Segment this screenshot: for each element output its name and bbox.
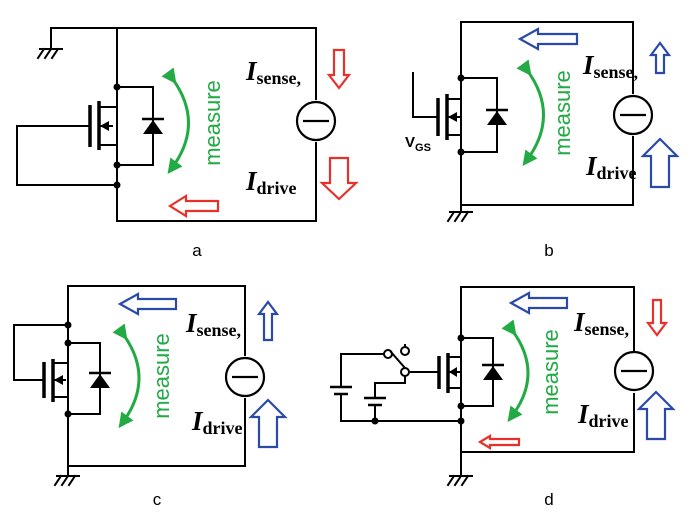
i-drive-symbol: I [191, 406, 204, 436]
i-sense-subscript: sense, [197, 320, 242, 340]
left-arrow-icon [508, 291, 569, 315]
i-sense-symbol: I [185, 308, 198, 338]
measure-label: measure [550, 70, 575, 156]
body-diode-icon [87, 371, 113, 390]
i-drive-subscript: drive [597, 163, 637, 183]
panel-label-a: a [192, 241, 202, 260]
vgs-subscript: GS [415, 142, 431, 154]
ground-icon [447, 211, 473, 222]
ground-icon [447, 475, 473, 486]
i-sense-subscript: sense, [257, 68, 302, 88]
i-drive-subscript: drive [257, 178, 297, 198]
i-sense-subscript: sense, [594, 62, 639, 82]
svg-text:Idrive: Idrive [585, 151, 637, 183]
svg-text:Idrive: Idrive [245, 166, 297, 198]
svg-text:Idrive: Idrive [577, 399, 629, 431]
up-arrow-large-icon [640, 137, 680, 189]
vgs-symbol: V [405, 134, 415, 151]
left-arrow-icon [517, 27, 579, 51]
switch-contact-icon [400, 346, 410, 356]
measure-label: measure [538, 329, 563, 415]
current-source-icon [295, 100, 337, 142]
measure-arc [161, 67, 190, 175]
panel-b: VGS measure Isense, Idrive b [405, 21, 680, 260]
body-diode-icon [484, 108, 510, 127]
body-diode-icon [480, 363, 506, 382]
svg-text:Isense,: Isense, [245, 56, 301, 88]
current-source-icon [612, 94, 654, 136]
i-drive-symbol: I [577, 399, 590, 429]
panel-label-b: b [544, 241, 553, 260]
down-arrow-small-icon [326, 48, 352, 90]
measure-label: measure [149, 333, 174, 419]
i-sense-symbol: I [573, 307, 586, 337]
down-arrow-small-icon [645, 298, 669, 337]
up-arrow-large-icon [636, 390, 676, 441]
body-diode-icon [140, 117, 166, 136]
switch-blade [389, 350, 407, 370]
up-arrow-large-icon [248, 398, 288, 449]
left-arrow-small-icon [477, 434, 521, 450]
svg-text:Idrive: Idrive [191, 406, 243, 438]
panel-a: measure Isense, Idrive a [16, 27, 359, 260]
up-arrow-small-icon [256, 300, 280, 342]
panel-label-d: d [544, 490, 553, 509]
i-drive-symbol: I [585, 151, 598, 181]
measure-arc [501, 319, 530, 423]
panel-d: measure Isense, Idrive d [330, 286, 676, 509]
ground-icon [37, 48, 63, 59]
svg-text:Isense,: Isense, [573, 307, 629, 339]
measure-arc [516, 59, 545, 167]
i-sense-symbol: I [245, 56, 258, 86]
up-arrow-small-icon [648, 41, 672, 75]
svg-text:Isense,: Isense, [185, 308, 241, 340]
current-source-icon [224, 356, 266, 398]
svg-text:VGS: VGS [405, 134, 431, 154]
i-sense-symbol: I [582, 50, 595, 80]
i-drive-subscript: drive [589, 411, 629, 431]
left-arrow-icon [167, 194, 220, 218]
down-arrow-large-icon [319, 156, 359, 201]
ground-icon [54, 475, 80, 486]
svg-text:Isense,: Isense, [582, 50, 638, 82]
panel-label-c: c [153, 490, 162, 509]
measure-label: measure [200, 80, 225, 166]
i-drive-symbol: I [245, 166, 258, 196]
measure-arc [112, 323, 141, 429]
i-sense-subscript: sense, [585, 319, 630, 339]
current-source-icon [613, 350, 655, 392]
panel-c: measure Isense, Idrive c [13, 285, 288, 509]
left-arrow-icon [117, 292, 178, 316]
i-drive-subscript: drive [203, 418, 243, 438]
